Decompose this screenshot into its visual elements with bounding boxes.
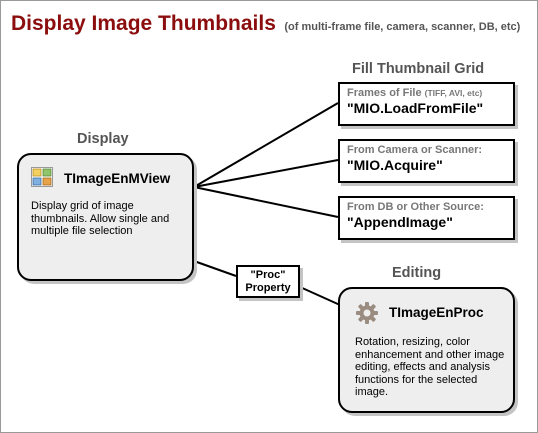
title-subtitle: (of multi-frame file, camera, scanner, D… [284,21,521,33]
fill-box-caption: Frames of File (TIFF, AVI, etc) [347,87,483,99]
connector-display-to-proc [193,260,237,277]
proc-property-label: "Proc" Property [236,265,300,298]
connector-to-appendimage [193,186,339,218]
gear-icon [356,302,378,329]
display-component-title: TImageEnMView [64,171,171,186]
fill-box-appendimage: From DB or Other Source: "AppendImage" [338,196,515,240]
editing-component-title: TImageEnProc [389,305,484,320]
heading-fill-thumbnail-grid: Fill Thumbnail Grid [352,61,485,77]
proc-label-line1: "Proc" [250,269,286,281]
fill-box-acquire: From Camera or Scanner: "MIO.Acquire" [338,139,515,183]
fill-box-caption: From DB or Other Source: [347,201,484,213]
heading-editing: Editing [392,265,442,281]
fill-box-method: "AppendImage" [347,214,453,230]
connector-to-acquire [193,159,339,188]
thumbnail-grid-icon [31,167,53,192]
heading-display: Display [77,131,129,147]
connector-to-loadfromfile [193,102,339,188]
fill-box-loadfromfile: Frames of File (TIFF, AVI, etc) "MIO.Loa… [338,82,515,126]
diagram-title: Display Image Thumbnails (of multi-frame… [11,12,520,36]
fill-box-method: "MIO.LoadFromFile" [347,100,484,116]
fill-box-caption: From Camera or Scanner: [347,144,483,156]
proc-label-line2: Property [245,282,291,294]
connector-proc-to-editing [299,286,341,306]
title-main: Display Image Thumbnails [11,12,276,35]
fill-box-method: "MIO.Acquire" [347,157,443,173]
display-description: Display grid of image thumbnails. Allow … [31,200,170,237]
editing-description: Rotation, resizing, color enhancement an… [355,336,505,398]
